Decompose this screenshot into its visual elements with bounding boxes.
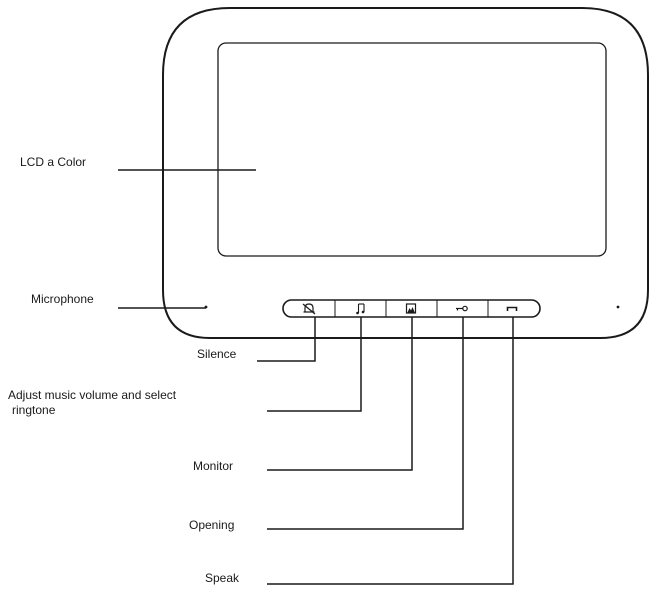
leader-line-music — [267, 317, 362, 412]
label-microphone: Microphone — [31, 292, 94, 306]
label-lcd: LCD a Color — [20, 155, 87, 169]
key-icon — [456, 305, 468, 312]
leader-line-monitor — [267, 317, 413, 471]
device-body — [162, 7, 649, 339]
button-bar — [282, 299, 541, 318]
opening-button[interactable] — [456, 305, 468, 312]
label-opening: Opening — [189, 518, 235, 532]
leader-line-silence — [257, 317, 316, 362]
monitor-icon — [405, 303, 417, 314]
handset-icon — [506, 306, 518, 311]
music-note-icon — [356, 303, 365, 315]
label-monitor: Monitor — [193, 459, 234, 473]
label-music-line2: ringtone — [12, 403, 56, 417]
sensor-dot — [616, 305, 620, 309]
speak-button[interactable] — [506, 306, 518, 312]
leader-line-speak — [267, 317, 514, 585]
label-speak: Speak — [205, 571, 240, 585]
bell-muted-icon — [302, 303, 316, 315]
music-button[interactable] — [356, 303, 365, 315]
label-silence: Silence — [197, 347, 237, 361]
leader-line-opening — [267, 317, 464, 530]
label-music-line1: Adjust music volume and select — [8, 388, 177, 402]
silence-button[interactable] — [302, 303, 316, 315]
monitor-button[interactable] — [405, 303, 417, 314]
lcd-screen — [217, 42, 607, 257]
label-music: Adjust music volume and select ringtone — [8, 388, 176, 418]
